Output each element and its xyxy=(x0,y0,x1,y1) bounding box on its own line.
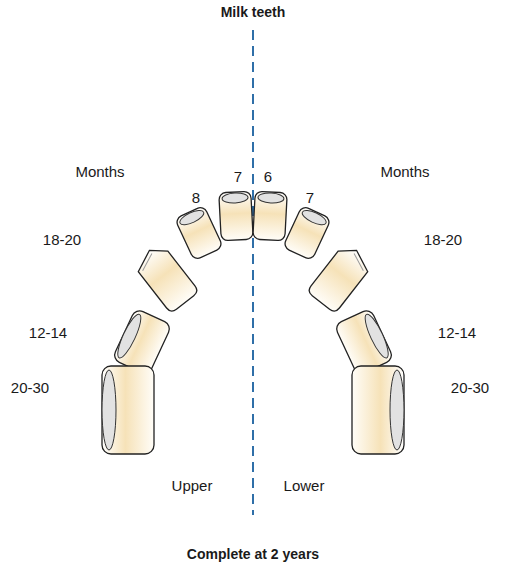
eruption-age: 7 xyxy=(306,190,314,207)
axis-label: Months xyxy=(380,164,429,181)
jaw-label: Upper xyxy=(172,478,213,495)
eruption-age: 20-30 xyxy=(451,380,489,397)
eruption-age: 18-20 xyxy=(424,232,462,249)
eruption-age: 18-20 xyxy=(43,232,81,249)
eruption-age: 20-30 xyxy=(11,380,49,397)
jaw-label: Lower xyxy=(284,478,325,495)
eruption-age: 7 xyxy=(234,169,242,186)
diagram-title: Milk teeth xyxy=(221,5,286,20)
midline xyxy=(252,30,254,515)
upper-teeth xyxy=(102,191,253,454)
eruption-age: 12-14 xyxy=(29,325,67,342)
eruption-age: 6 xyxy=(264,169,272,186)
lower-teeth xyxy=(253,191,404,454)
diagram-caption: Complete at 2 years xyxy=(187,547,319,562)
axis-label: Months xyxy=(75,164,124,181)
eruption-age: 8 xyxy=(192,190,200,207)
eruption-age: 12-14 xyxy=(438,325,476,342)
